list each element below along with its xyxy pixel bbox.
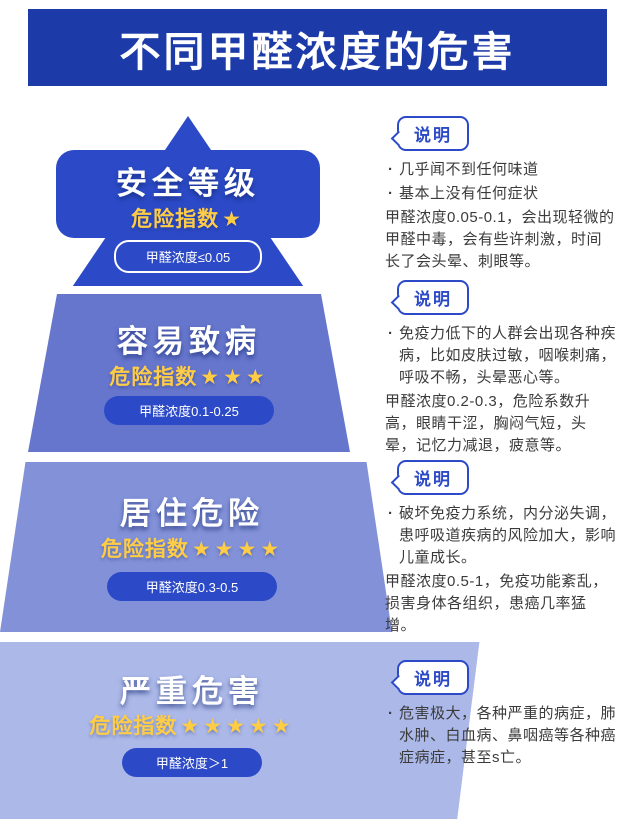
title-banner: 不同甲醛浓度的危害 xyxy=(28,9,607,86)
level-3-concentration-pill: 甲醛浓度0.3-0.5 xyxy=(107,572,277,601)
level-1-title: 安全等级 xyxy=(116,166,260,201)
note-1: 说明 几乎闻不到任何味道 基本上没有任何症状 甲醛浓度0.05-0.1，会出现轻… xyxy=(385,116,617,275)
risk-label: 危险指数 xyxy=(100,538,189,561)
star-rating: ★★★ xyxy=(200,366,269,389)
note-3-badge: 说明 xyxy=(397,460,469,495)
page-title: 不同甲醛浓度的危害 xyxy=(119,28,516,75)
note-line: 基本上没有任何症状 xyxy=(385,183,617,205)
star-rating: ★★★★★ xyxy=(180,715,295,738)
note-line: 免疫力低下的人群会出现各种疾病，比如皮肤过敏，咽喉刺痛，呼吸不畅，头晕恶心等。 xyxy=(385,323,617,389)
note-4-badge: 说明 xyxy=(397,660,469,695)
level-3-title: 居住危险 xyxy=(120,496,264,531)
note-line: 危害极大，各种严重的病症，肺水肿、白血病、鼻咽癌等各种癌症病症，甚至s亡。 xyxy=(385,703,617,769)
level-4-concentration-pill: 甲醛浓度＞1 xyxy=(122,748,262,777)
note-2: 说明 免疫力低下的人群会出现各种疾病，比如皮肤过敏，咽喉刺痛，呼吸不畅，头晕恶心… xyxy=(385,280,617,459)
note-3: 说明 破坏免疫力系统，内分泌失调，患呼吸道疾病的风险加大，影响儿童成长。 甲醛浓… xyxy=(385,460,617,639)
note-4-body: 危害极大，各种严重的病症，肺水肿、白血病、鼻咽癌等各种癌症病症，甚至s亡。 xyxy=(385,703,617,769)
level-1-concentration-pill: 甲醛浓度≤0.05 xyxy=(114,240,262,273)
note-line: 甲醛浓度0.2-0.3，危险系数升高，眼睛干涩，胸闷气短，头晕，记忆力减退，疲意… xyxy=(385,393,591,455)
note-4: 说明 危害极大，各种严重的病症，肺水肿、白血病、鼻咽癌等各种癌症病症，甚至s亡。 xyxy=(385,660,617,771)
level-2-title: 容易致病 xyxy=(117,324,261,359)
note-3-body: 破坏免疫力系统，内分泌失调，患呼吸道疾病的风险加大，影响儿童成长。 甲醛浓度0.… xyxy=(385,503,617,637)
risk-label: 危险指数 xyxy=(131,208,220,231)
note-1-badge: 说明 xyxy=(397,116,469,151)
level-4-title: 严重危害 xyxy=(120,674,264,709)
note-2-body: 免疫力低下的人群会出现各种疾病，比如皮肤过敏，咽喉刺痛，呼吸不畅，头晕恶心等。 … xyxy=(385,323,617,457)
note-2-badge: 说明 xyxy=(397,280,469,315)
level-2-risk-index: 危险指数★★★ xyxy=(28,361,350,391)
level-2-concentration-pill: 甲醛浓度0.1-0.25 xyxy=(104,396,274,425)
pyramid-level-3-shape xyxy=(0,462,392,632)
level-3-risk-index: 危险指数★★★★ xyxy=(0,533,384,563)
note-line: 破坏免疫力系统，内分泌失调，患呼吸道疾病的风险加大，影响儿童成长。 xyxy=(385,503,617,569)
note-line: 几乎闻不到任何味道 xyxy=(385,159,617,181)
note-1-body: 几乎闻不到任何味道 基本上没有任何症状 甲醛浓度0.05-0.1，会出现轻微的甲… xyxy=(385,159,617,273)
note-line: 甲醛浓度0.5-1，免疫功能紊乱，损害身体各组织，患癌几率猛增。 xyxy=(385,573,608,635)
star-rating: ★ xyxy=(222,208,245,231)
note-line: 甲醛浓度0.05-0.1，会出现轻微的甲醛中毒，会有些许刺激，时间长了会头晕、刺… xyxy=(385,209,615,271)
pyramid-level-2-shape xyxy=(28,294,350,452)
level-1-risk-index: 危险指数★ xyxy=(56,203,320,233)
pyramid-level-1-banner xyxy=(56,150,320,238)
risk-label: 危险指数 xyxy=(89,715,178,738)
star-rating: ★★★★ xyxy=(191,538,284,561)
risk-label: 危险指数 xyxy=(109,366,198,389)
level-4-risk-index: 危险指数★★★★★ xyxy=(0,710,384,740)
